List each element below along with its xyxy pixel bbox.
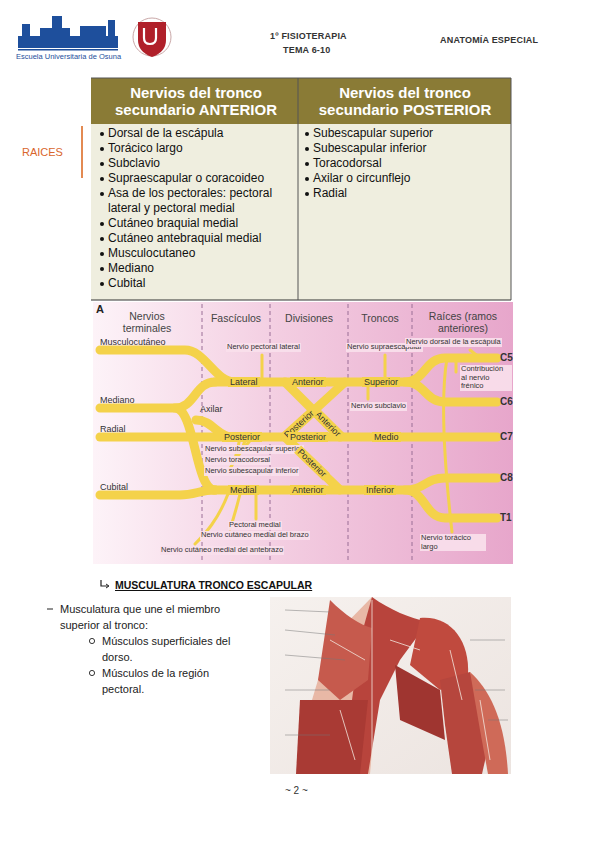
root-label: C5 (500, 352, 513, 363)
nerve-label: Nervio torácico largo (420, 534, 486, 551)
list-item: Músculos superficiales del dorso. (102, 633, 252, 665)
nerve-label: Nervio cutáneo medial del antebrazo (160, 546, 284, 555)
table-cell: Mediano (100, 261, 300, 276)
nerve-label: Radial (100, 424, 126, 434)
side-note: RAICES (22, 146, 63, 158)
column-heading: Raíces (ramos anteriores) (416, 310, 510, 334)
trunk-label: Superior (362, 377, 400, 387)
table-header: Nervios del tronco secundario ANTERIOR (100, 84, 292, 118)
root-label: C8 (500, 472, 513, 483)
table-cell: Radial (305, 186, 513, 201)
nerve-label: Nervio subescapular superior (204, 445, 304, 454)
table-cell: Subclavio (100, 156, 300, 171)
column-heading: Fascículos (204, 312, 268, 324)
header-topic: TEMA 6-10 (283, 45, 330, 55)
table-cell: Musculocutaneo (100, 246, 300, 261)
cord-label: Lateral (228, 377, 260, 387)
table-cell: Subescapular inferior (305, 141, 513, 156)
nerve-label: Pectoral medial (228, 521, 282, 530)
division-label: Posterior (288, 432, 328, 442)
nerve-label: Axilar (200, 404, 223, 414)
nerve-label: Contribución al nervio frénico (460, 365, 512, 391)
nerve-label: Cubital (100, 482, 128, 492)
nerve-label: Nervio dorsal de la escápula (405, 338, 502, 347)
table-cell: Cutáneo antebraquial medial (100, 231, 300, 246)
nerve-label: Musculocutáneo (100, 337, 166, 347)
nerve-label: Nervio subescapular inferior (204, 467, 299, 476)
list-item: Músculos de la región pectoral. (102, 665, 252, 697)
muscle-illustration (270, 597, 511, 774)
division-label: Anterior (290, 485, 326, 495)
university-seal (133, 18, 171, 57)
nerve-label: Mediano (100, 395, 135, 405)
table-cell: Cubital (100, 276, 300, 291)
table-cell: Cutáneo braquial medial (100, 216, 300, 231)
root-label: C7 (500, 431, 513, 442)
table-cell: Supraescapular o coracoideo (100, 171, 300, 186)
table-cell: Axilar o circunflejo (305, 171, 513, 186)
table-cell: Subescapular superior (305, 126, 513, 141)
trunk-label: Inferior (364, 485, 396, 495)
figure-letter: A (96, 303, 104, 315)
column-heading: Divisiones (272, 312, 346, 324)
table-header: Nervios del tronco secundario POSTERIOR (305, 84, 505, 118)
root-label: C6 (500, 396, 513, 407)
header-subject: ANATOMÍA ESPECIAL (440, 35, 538, 45)
trunk-label: Medio (372, 432, 401, 442)
nerve-table (82, 78, 511, 300)
table-cell: Asa de los pectorales: pectoral lateral … (100, 186, 300, 216)
nerve-label: Nervio pectoral lateral (226, 343, 301, 352)
table-cell: Torácico largo (100, 141, 300, 156)
school-logo (18, 16, 118, 51)
division-label: Anterior (290, 377, 326, 387)
root-label: T1 (500, 512, 512, 523)
logo-text: Escuela Universitaria de Osuna (16, 52, 121, 61)
cord-label: Posterior (222, 432, 262, 442)
body-text: Musculatura que une el miembro superior … (60, 601, 260, 633)
header-course: 1º FISIOTERAPIA (270, 31, 347, 41)
nerve-label: Nervio cutáneo medial del brazo (200, 531, 310, 540)
column-heading: Troncos (350, 312, 410, 324)
page-number: ~ 2 ~ (285, 785, 308, 796)
column-heading: Nervios terminales (112, 310, 182, 334)
section-heading: MUSCULATURA TRONCO ESCAPULAR (115, 579, 312, 591)
nerve-label: Nervio toracodorsal (204, 456, 271, 465)
cord-label: Medial (228, 485, 259, 495)
brachial-plexus (93, 302, 513, 564)
table-cell: Toracodorsal (305, 156, 513, 171)
table-cell: Dorsal de la escápula (100, 126, 300, 141)
nerve-label: Nervio subclavio (350, 402, 407, 411)
